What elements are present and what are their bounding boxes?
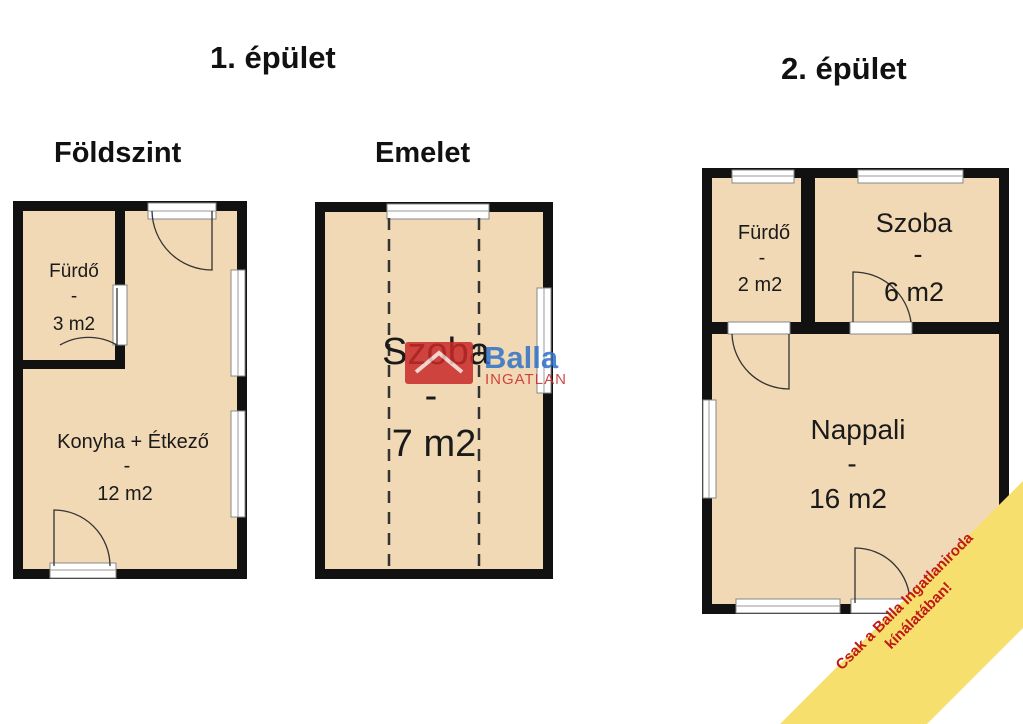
room-separator: - bbox=[71, 286, 77, 307]
door-swing bbox=[59, 288, 118, 347]
door-swing bbox=[852, 271, 912, 323]
room-separator: - bbox=[124, 455, 131, 477]
room-separator: - bbox=[759, 247, 766, 269]
ground-floor-title: Földszint bbox=[54, 137, 182, 169]
balla-watermark: Balla INGATLAN bbox=[405, 340, 567, 388]
room-area-room-2: 6 m2 bbox=[884, 277, 944, 307]
building-2-floor-area bbox=[707, 173, 1004, 609]
room-door-opening bbox=[849, 321, 913, 335]
room-area-upper-room: 7 m2 bbox=[392, 423, 476, 465]
room-name-bath: Fürdő bbox=[49, 261, 99, 282]
watermark-brand: Balla bbox=[484, 340, 559, 375]
room-separator: - bbox=[847, 448, 856, 479]
bath-door-opening bbox=[112, 284, 128, 346]
room-area-bath-2: 2 m2 bbox=[738, 274, 782, 296]
wall-bath-room bbox=[801, 173, 815, 333]
door-swing bbox=[854, 547, 911, 604]
building-1-ground-plan: Fürdő - 3 m2 Konyha + Étkező - 12 m2 bbox=[13, 201, 247, 579]
room-name-bath-2: Fürdő bbox=[738, 222, 790, 244]
outer-walls bbox=[13, 201, 247, 579]
building-2-title: 2. épület bbox=[781, 51, 907, 86]
door-swing bbox=[151, 210, 213, 271]
watermark-logo-icon bbox=[405, 342, 473, 384]
upper-floor-area bbox=[320, 207, 548, 574]
room-area-living: 16 m2 bbox=[809, 483, 887, 514]
banner-background bbox=[780, 481, 1023, 724]
door-swing bbox=[53, 509, 111, 567]
bath-door-opening bbox=[727, 321, 791, 335]
room-separator: - bbox=[425, 375, 438, 417]
room-separator: - bbox=[914, 239, 923, 269]
room-name-kitchen: Konyha + Étkező bbox=[57, 430, 209, 453]
door-swing bbox=[731, 333, 790, 390]
room-area-bath: 3 m2 bbox=[53, 314, 95, 335]
ground-floor-area bbox=[18, 206, 242, 574]
upper-floor-title: Emelet bbox=[375, 137, 471, 169]
room-name-room-2: Szoba bbox=[876, 208, 954, 238]
room-area-kitchen: 12 m2 bbox=[97, 483, 153, 505]
room-name-living: Nappali bbox=[811, 414, 906, 445]
bath-wall-horizontal bbox=[18, 360, 125, 369]
building-1-upper-plan: Szoba - 7 m2 bbox=[315, 202, 553, 579]
building-1-title: 1. épület bbox=[210, 40, 336, 75]
watermark-sub: INGATLAN bbox=[485, 371, 567, 388]
promo-banner: Csak a Balla Ingatlaniroda kínálatában! bbox=[780, 481, 1023, 724]
building-2-plan: Fürdő - 2 m2 Szoba - 6 m2 Nappali - 16 m… bbox=[702, 168, 1009, 614]
